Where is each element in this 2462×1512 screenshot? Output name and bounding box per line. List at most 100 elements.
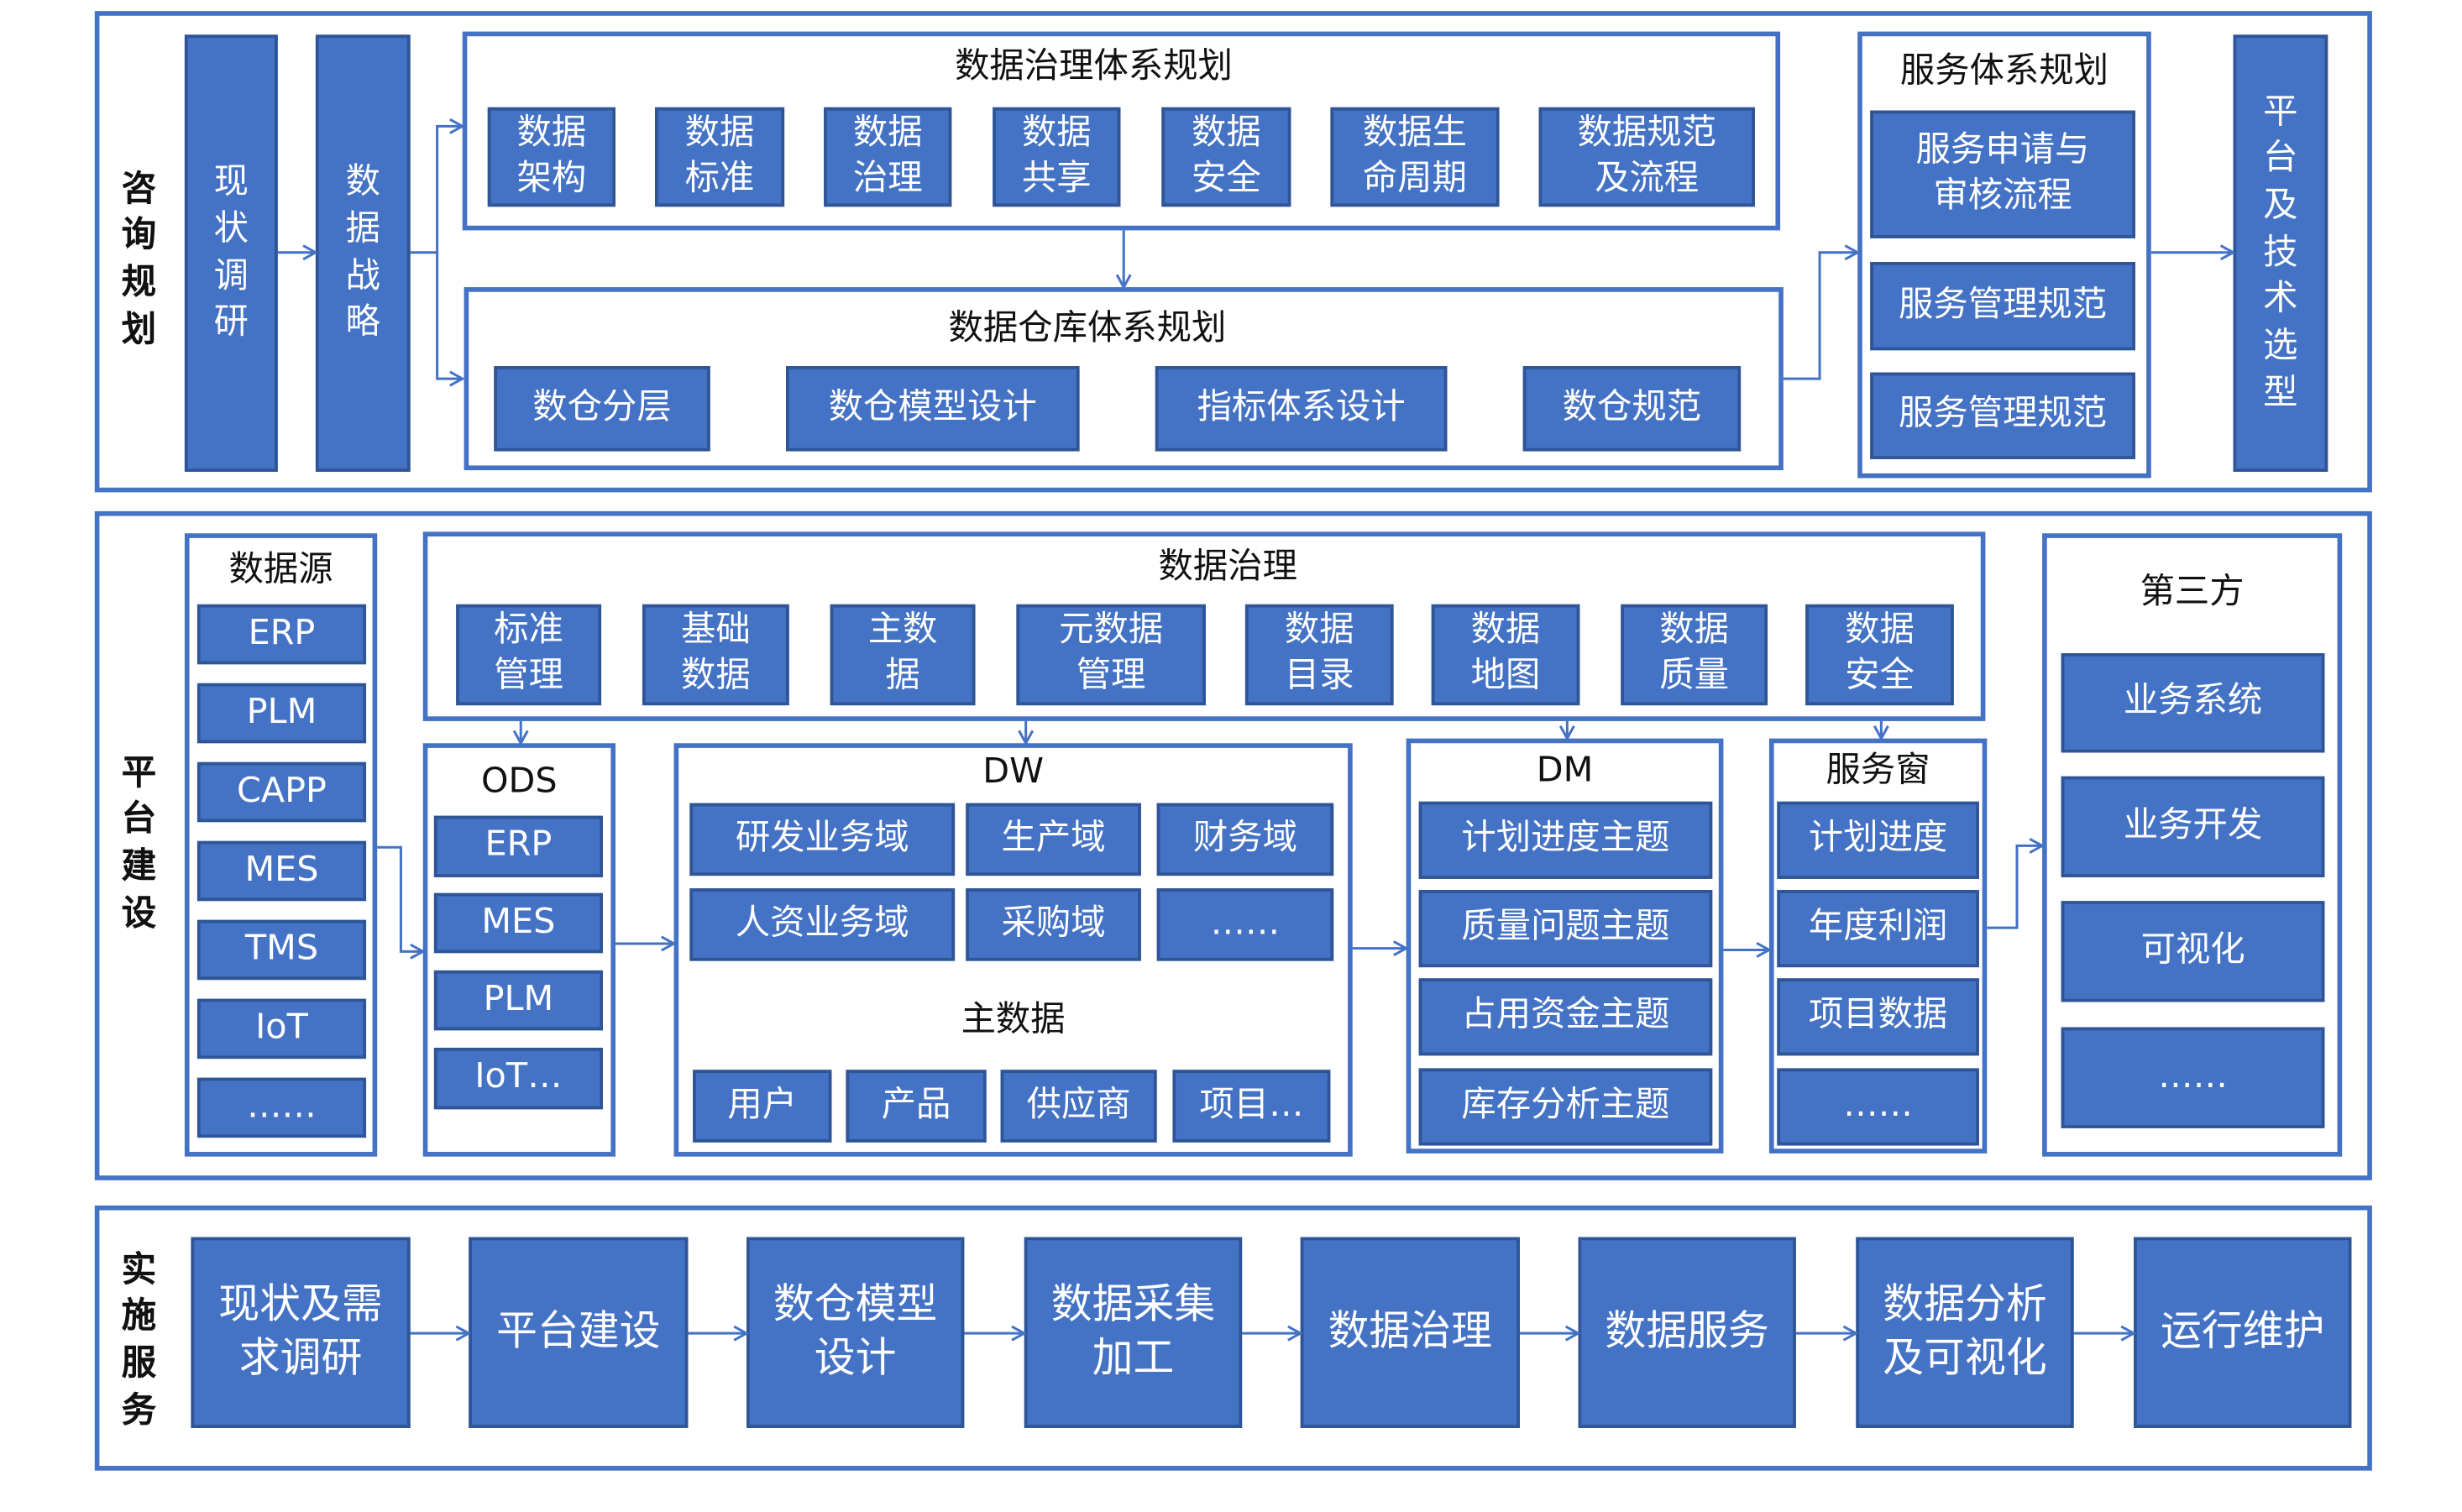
governance-item: 标准管理	[456, 604, 602, 706]
warehouse-plan-item: 数仓分层	[494, 366, 710, 452]
consulting-frame	[94, 11, 2372, 493]
dw-domain-item: 生产域	[966, 803, 1141, 876]
service-window-item-label: 计划进度	[1808, 819, 1948, 859]
governance-plan-item-label: 数据规范及流程	[1577, 113, 1716, 198]
governance-item-label: 标准管理	[494, 611, 563, 696]
source-item-label: ……	[247, 1086, 317, 1127]
flow-arrow	[1352, 940, 1409, 957]
ods-item-label: ERP	[485, 825, 553, 866]
section-label-consulting-label: 咨询规划	[121, 170, 157, 350]
third-party-item-label: ……	[2158, 1056, 2228, 1096]
dw-domain-item-label: 人资业务域	[735, 903, 909, 944]
dw-master-item: 产品	[846, 1070, 987, 1143]
flow-arrow	[616, 935, 677, 952]
implementation-step-label: 现状及需求调研	[218, 1280, 383, 1382]
flow-arrow	[377, 845, 426, 960]
implementation-step: 数据服务	[1578, 1237, 1796, 1428]
dm-item: 计划进度主题	[1418, 801, 1713, 879]
ods-item: MES	[433, 892, 603, 954]
governance-item: 数据质量	[1621, 604, 1768, 706]
dw-domain-item-label: 生产域	[1001, 818, 1106, 858]
dw-domain-item-label: 研发业务域	[735, 818, 909, 858]
flow-arrow	[688, 1325, 750, 1342]
section-label-platform-label: 平台建设	[121, 753, 157, 934]
service-plan-item: 服务管理规范	[1870, 261, 2135, 351]
sources-frame	[184, 533, 378, 1157]
source-item: MES	[196, 840, 367, 902]
source-item: PLM	[196, 683, 367, 744]
service-window-frame	[1768, 738, 1988, 1154]
service-window-item-label: 年度利润	[1808, 908, 1948, 948]
tech-selection-bar: 平台及技术选型	[2233, 34, 2328, 472]
flow-arrow	[2150, 244, 2236, 261]
service-window-item-label: 项目数据	[1808, 996, 1948, 1036]
flow-arrow	[512, 720, 529, 746]
governance-item-label: 元数据管理	[1059, 611, 1164, 696]
third-party-item: ……	[2061, 1027, 2325, 1128]
ods-item-label: PLM	[483, 979, 554, 1019]
source-item-label: PLM	[246, 692, 317, 732]
dw-domain-item-label: ……	[1210, 903, 1281, 944]
implementation-step: 数据治理	[1300, 1237, 1520, 1428]
dw-title-label: DW	[982, 752, 1044, 793]
source-item: ……	[196, 1077, 367, 1138]
implementation-step: 数据分析及可视化	[1856, 1237, 2074, 1428]
dw-master-item: 项目…	[1172, 1070, 1331, 1143]
governance-plan-item-label: 数据治理	[852, 113, 923, 198]
governance-frame	[422, 531, 1986, 721]
governance-plan-item: 数据共享	[993, 107, 1121, 207]
source-item: IoT	[196, 998, 367, 1059]
governance-title-label: 数据治理	[1158, 547, 1297, 587]
governance-plan-item-label: 数据生命周期	[1362, 113, 1467, 198]
sources-title-label: 数据源	[228, 550, 333, 590]
governance-plan-frame	[462, 31, 1781, 231]
flow-arrow	[1783, 244, 1861, 380]
ods-item: IoT…	[433, 1047, 603, 1110]
source-item-label: MES	[244, 850, 319, 890]
dm-item: 占用资金主题	[1418, 978, 1713, 1056]
dw-domain-item: 研发业务域	[689, 803, 956, 876]
flow-arrow	[436, 252, 465, 387]
dw-master-item-label: 产品	[881, 1085, 951, 1125]
governance-item-label: 数据安全	[1845, 611, 1915, 696]
implementation-step-label: 数仓模型设计	[773, 1280, 938, 1382]
dw-domain-item: 财务域	[1156, 803, 1334, 876]
flow-arrow	[1795, 1325, 1859, 1342]
governance-plan-item: 数据架构	[487, 107, 616, 207]
flow-arrow	[1723, 942, 1773, 958]
flow-arrow	[2073, 1325, 2137, 1342]
governance-item: 主数据	[830, 604, 976, 706]
section-label-platform: 平台建设	[113, 521, 164, 1168]
dw-domain-item: ……	[1156, 888, 1334, 961]
ods-item-label: IoT…	[474, 1057, 563, 1097]
warehouse-plan-item: 数仓规范	[1522, 366, 1742, 452]
source-item: CAPP	[196, 761, 367, 823]
service-plan-item-label: 服务管理规范	[1899, 285, 2108, 325]
third-party-title: 第三方	[2042, 569, 2342, 616]
ods-item: PLM	[433, 970, 603, 1031]
warehouse-plan-item-label: 数仓模型设计	[828, 387, 1037, 427]
strategy-bar: 数据战略	[315, 34, 411, 472]
implementation-step-label: 数据服务	[1605, 1307, 1769, 1355]
flow-arrow	[410, 1325, 472, 1342]
implementation-step: 运行维护	[2134, 1237, 2352, 1428]
service-plan-title-label: 服务体系规划	[1899, 51, 2109, 92]
governance-item: 数据地图	[1431, 604, 1580, 706]
ods-title: ODS	[423, 759, 616, 806]
governance-item-label: 主数据	[867, 611, 938, 696]
service-window-item: 计划进度	[1777, 801, 1979, 879]
dw-master-item-label: 供应商	[1026, 1085, 1131, 1125]
warehouse-plan-item-label: 数仓分层	[532, 387, 672, 427]
third-party-item: 业务系统	[2061, 653, 2325, 753]
governance-item: 数据目录	[1244, 604, 1394, 706]
implementation-step: 数仓模型设计	[746, 1237, 965, 1428]
governance-plan-item-label: 数据标准	[684, 113, 755, 198]
third-party-item-label: 业务系统	[2123, 682, 2263, 722]
implementation-step-label: 平台建设	[496, 1307, 661, 1355]
ods-item-label: MES	[481, 902, 556, 942]
survey-bar: 现状调研	[184, 34, 278, 472]
flow-arrow	[1987, 837, 2046, 929]
governance-plan-title: 数据治理体系规划	[463, 44, 1726, 92]
implementation-step: 平台建设	[469, 1237, 689, 1428]
